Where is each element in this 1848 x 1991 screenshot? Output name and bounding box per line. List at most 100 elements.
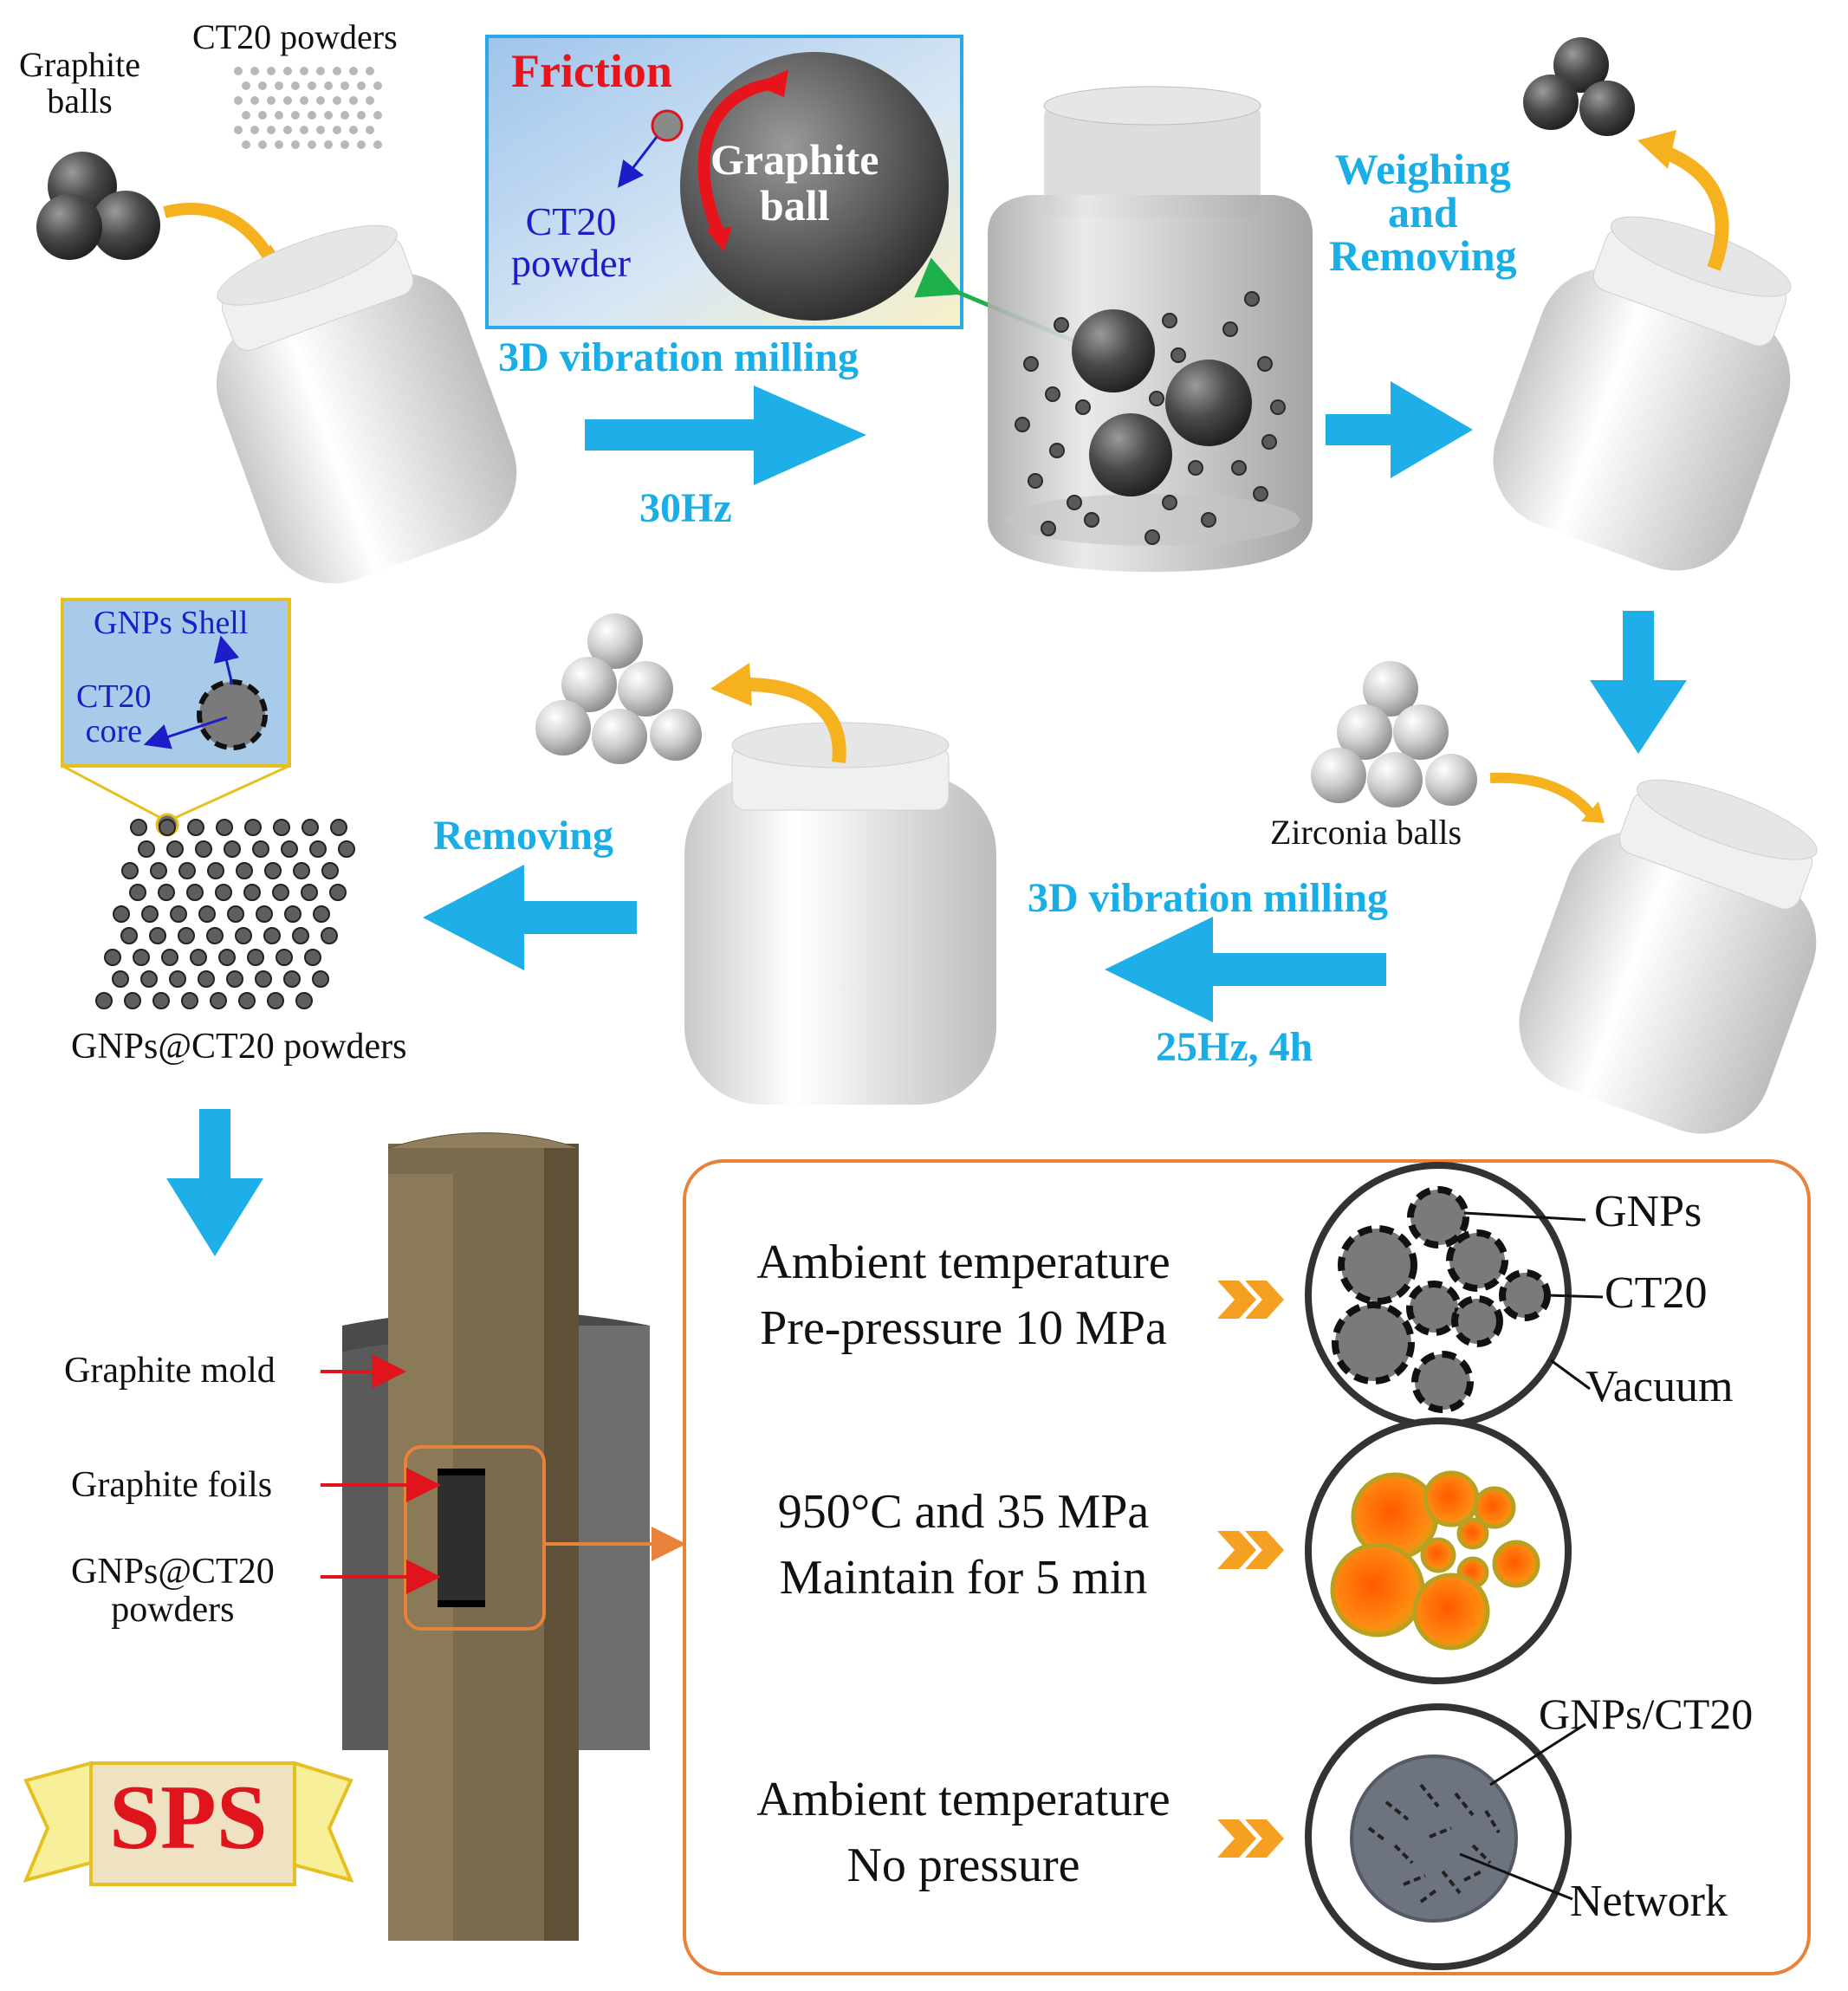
network-segment — [1384, 1800, 1410, 1821]
particle — [187, 819, 204, 836]
particle — [316, 67, 325, 75]
particle — [283, 126, 292, 134]
particle — [224, 840, 241, 858]
particle — [149, 927, 166, 944]
particle — [1049, 443, 1065, 458]
stage-1-vacuum-label: Vacuum — [1585, 1362, 1734, 1411]
particle — [267, 96, 276, 105]
removed-zirconia-balls — [535, 613, 702, 764]
particle — [321, 927, 338, 944]
particle — [1149, 391, 1164, 406]
stage-2-microstructure — [1305, 1417, 1572, 1684]
sps-powders-label: GNPs@CT20 powders — [71, 1552, 275, 1631]
particle — [226, 970, 243, 988]
network-segment — [1403, 1874, 1426, 1886]
particle — [295, 992, 313, 1009]
network-segment — [1419, 1887, 1440, 1903]
particle — [333, 67, 341, 75]
particle — [340, 140, 349, 149]
bottle-4 — [684, 722, 996, 1105]
particle — [302, 819, 319, 836]
particle — [112, 970, 129, 988]
particle — [1054, 317, 1069, 333]
network-segment — [1471, 1844, 1492, 1865]
milling-jar — [988, 86, 1313, 572]
particle — [236, 862, 253, 879]
network-segment — [1454, 1792, 1475, 1817]
ct20-core-label: CT20 core — [76, 678, 152, 749]
particle — [234, 96, 243, 105]
particle — [250, 67, 259, 75]
particle — [300, 67, 308, 75]
particle — [1028, 473, 1043, 489]
particle — [133, 949, 150, 966]
particle — [124, 992, 141, 1009]
particle — [313, 905, 330, 923]
milling-arrow-2 — [1105, 917, 1386, 1022]
particle — [308, 81, 316, 90]
particle — [340, 81, 349, 90]
particle — [333, 126, 341, 134]
friction-inset — [485, 35, 963, 329]
network-segment — [1441, 1870, 1462, 1895]
particle — [1201, 512, 1216, 528]
particle — [234, 126, 243, 134]
particle — [216, 819, 233, 836]
particle — [178, 862, 196, 879]
particle — [1075, 399, 1091, 415]
particle — [300, 126, 308, 134]
particle — [258, 111, 267, 120]
particle — [1015, 417, 1030, 432]
graphite-ball-label: Graphite ball — [710, 135, 879, 230]
particle — [267, 67, 276, 75]
particle — [178, 927, 195, 944]
particle — [309, 840, 327, 858]
particle — [215, 884, 232, 901]
particle — [329, 884, 347, 901]
particle — [130, 819, 147, 836]
stage-1-chevrons — [1217, 1281, 1284, 1319]
particle — [104, 949, 121, 966]
particle — [1144, 529, 1160, 545]
particle — [247, 949, 264, 966]
particle — [1253, 486, 1268, 502]
network-segment — [1429, 1826, 1452, 1839]
particle — [121, 862, 139, 879]
particle — [301, 884, 318, 901]
particle — [267, 126, 276, 134]
particle — [316, 126, 325, 134]
particle — [1162, 495, 1177, 510]
zirconia-balls-label: Zirconia balls — [1270, 813, 1462, 852]
particle — [242, 140, 250, 149]
particle — [366, 96, 374, 105]
particle — [340, 111, 349, 120]
particle — [238, 992, 256, 1009]
network-segment — [1484, 1809, 1501, 1834]
particle — [1067, 495, 1082, 510]
particle — [234, 67, 243, 75]
graphite-foils-label: Graphite foils — [71, 1465, 273, 1505]
particle — [243, 884, 261, 901]
particle — [227, 905, 244, 923]
stage-3-network-label: Network — [1570, 1877, 1728, 1926]
particle — [242, 81, 250, 90]
particle — [349, 126, 358, 134]
particle — [284, 905, 302, 923]
particle — [292, 927, 309, 944]
particle — [338, 840, 355, 858]
particle — [250, 96, 259, 105]
ct20-powder-dots — [234, 67, 382, 149]
bottle-2 — [1493, 216, 1792, 571]
particle — [255, 970, 272, 988]
particle — [349, 96, 358, 105]
network-segment — [1419, 1783, 1440, 1808]
particle — [252, 840, 269, 858]
particle — [159, 819, 176, 836]
particle — [276, 949, 293, 966]
removing-label: Removing — [433, 813, 613, 859]
particle — [312, 970, 329, 988]
weighing-removing-label: Weighing and Removing — [1329, 145, 1517, 280]
milling-2-params: 25Hz, 4h — [1156, 1024, 1313, 1070]
particle — [357, 81, 366, 90]
particle — [267, 992, 284, 1009]
